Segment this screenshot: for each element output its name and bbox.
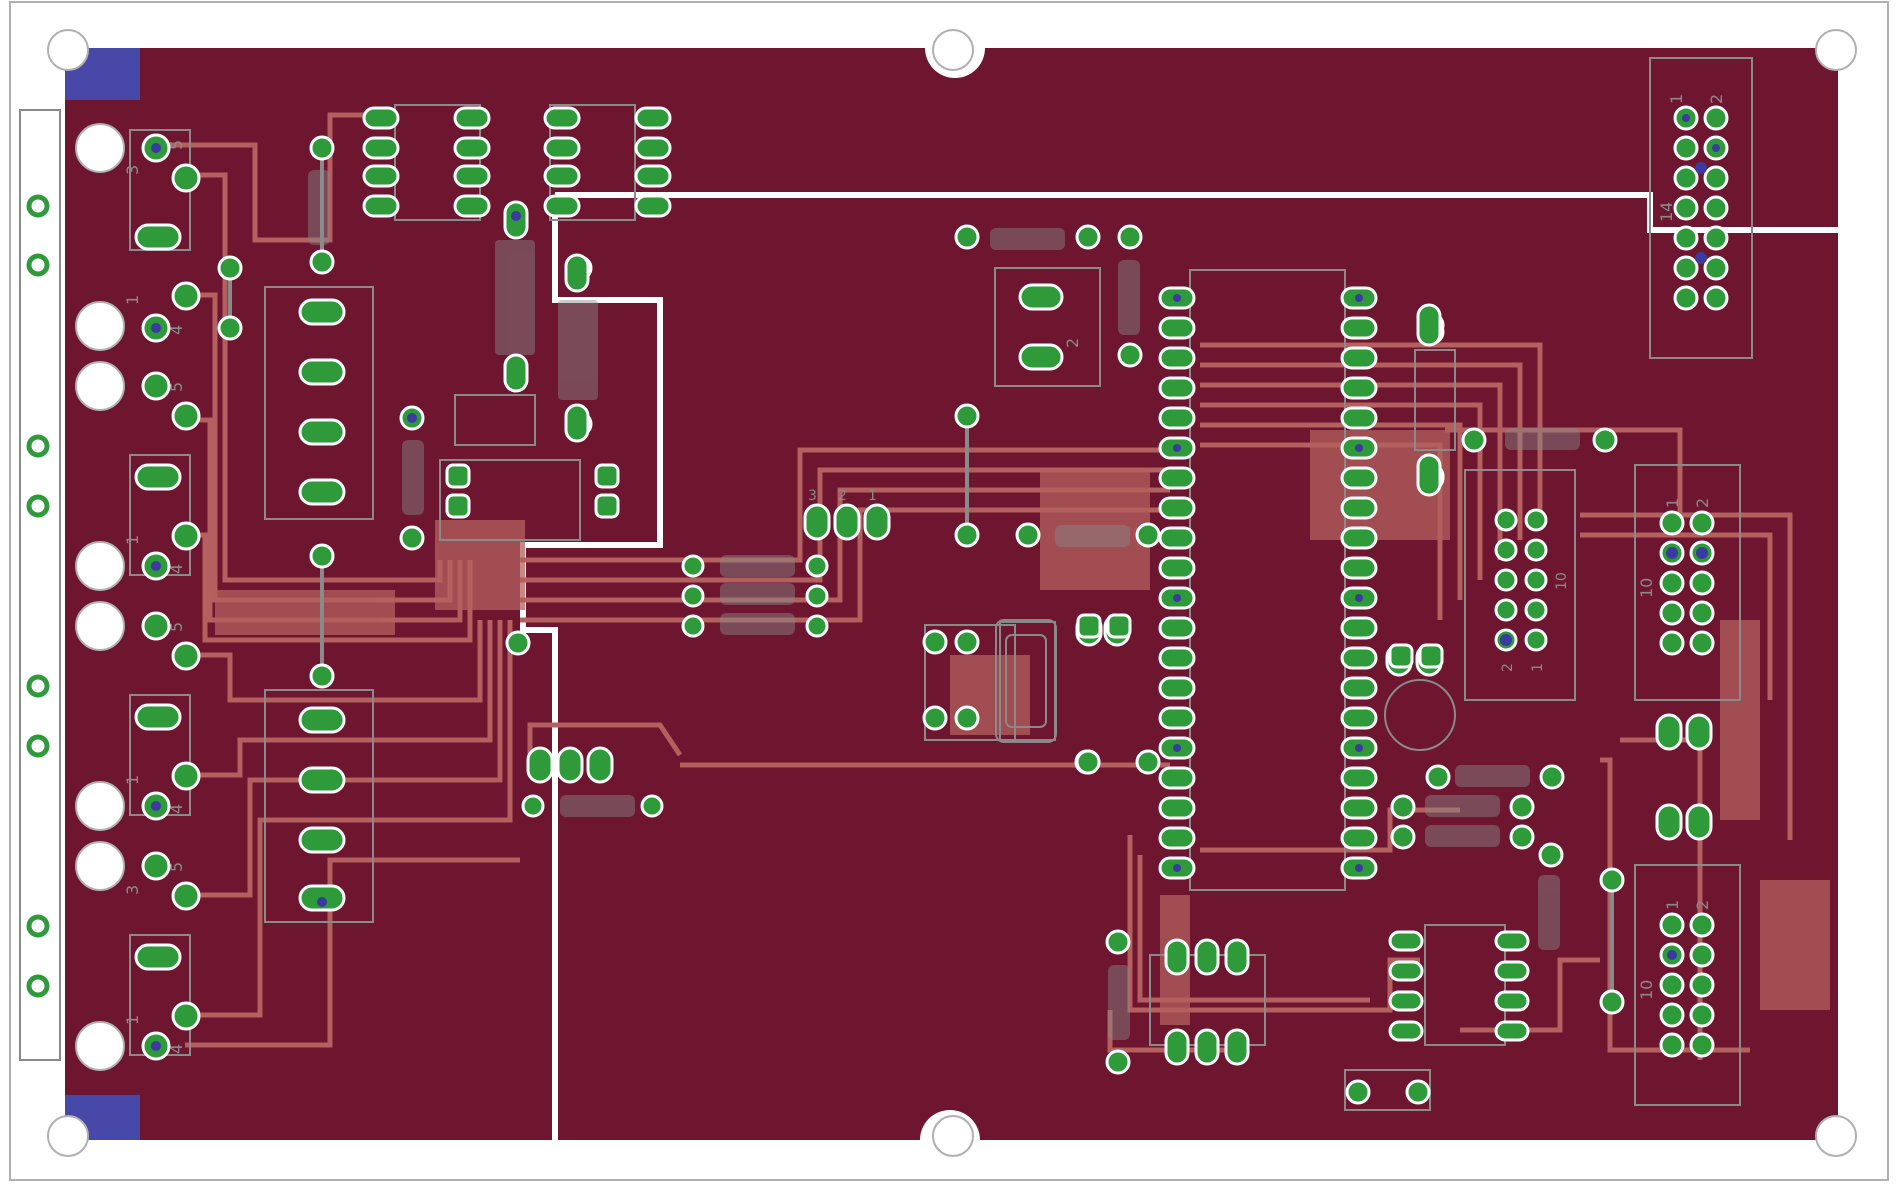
header-label: 14: [1657, 202, 1676, 222]
silk-label: 1: [123, 535, 142, 545]
silk-label: 1: [123, 775, 142, 785]
pot-label: 3: [808, 488, 817, 504]
header-label: 10: [1637, 578, 1656, 598]
header-label: 1: [1663, 498, 1682, 508]
crystal: [995, 619, 1456, 751]
pot-label: 1: [868, 488, 877, 504]
silk-label: 4: [167, 1044, 186, 1054]
silk-label: 5: [167, 862, 186, 872]
transistor-pads: [445, 463, 1444, 669]
silk-label: 3: [123, 165, 142, 175]
header-label: 2: [1693, 900, 1712, 910]
silk-label: 1: [123, 295, 142, 305]
header-label: 2: [1707, 94, 1726, 104]
board-outline: [9, 1, 1889, 1181]
copper-pour: [65, 48, 1838, 1140]
trimmer-label: 2: [1063, 338, 1082, 348]
silk-label: 5: [167, 140, 186, 150]
silkscreen-outlines: [19, 57, 1753, 1111]
mounting-holes: [47, 29, 1857, 1157]
header-label: 2: [1693, 498, 1712, 508]
resistor-bodies: [308, 170, 1580, 1040]
silk-label: 5: [167, 382, 186, 392]
vias: [151, 114, 1720, 1051]
silkscreen-labels: 5 3 1 4 5 1 4 5 1 4 5 3 1 4 1 2 14 1 2 1…: [123, 94, 1726, 1054]
header-label: 1: [1663, 900, 1682, 910]
oblong-pads: [134, 106, 1713, 1066]
header-label: 10: [1554, 572, 1570, 590]
header-label: 1: [1667, 94, 1686, 104]
silk-label: 1: [123, 1015, 142, 1025]
silk-label: 3: [123, 885, 142, 895]
silk-label: 4: [167, 804, 186, 814]
silk-label: 5: [167, 622, 186, 632]
pot-label: 2: [838, 488, 847, 504]
header-label: 2: [1500, 663, 1516, 672]
silk-label: 4: [167, 325, 186, 335]
edge-connector-pads: [26, 123, 125, 1071]
header-label: 1: [1530, 663, 1546, 672]
header-label: 10: [1637, 980, 1656, 1000]
silk-label: 4: [167, 564, 186, 574]
